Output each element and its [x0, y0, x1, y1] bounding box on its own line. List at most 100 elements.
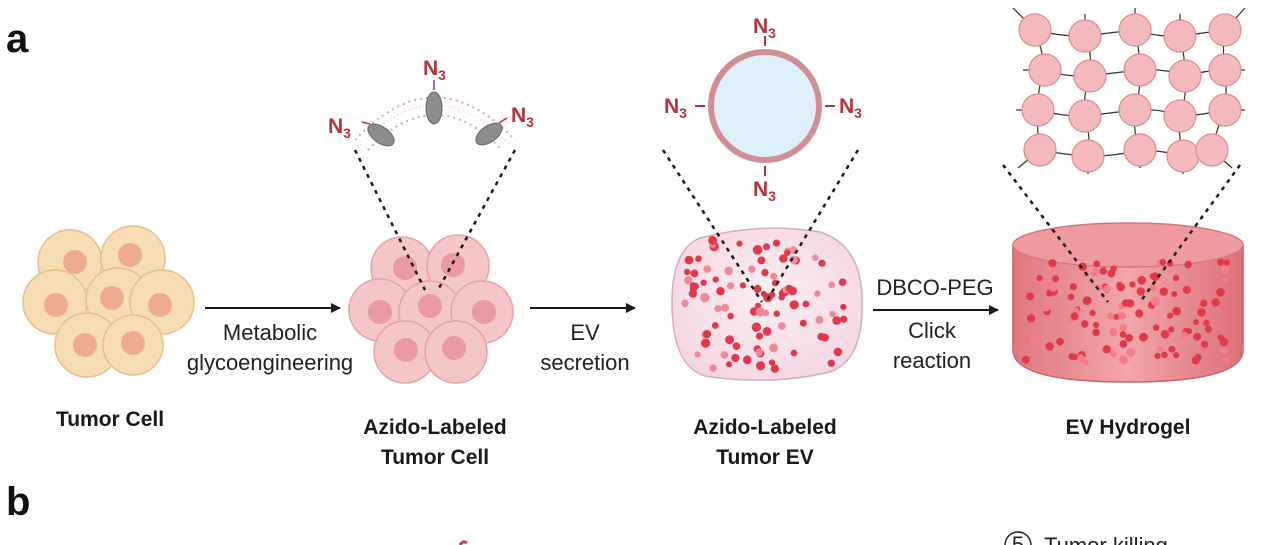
network-node — [1073, 59, 1107, 93]
ev-vesicle-inset — [695, 36, 835, 176]
ev-dot — [736, 240, 743, 247]
ev-dot — [784, 249, 791, 257]
panel-label-b: b — [6, 480, 30, 524]
gel-dot — [1211, 298, 1220, 307]
gel-dot — [1093, 260, 1101, 268]
network-node — [1208, 13, 1242, 47]
gel-dot — [1091, 268, 1099, 277]
gel-dot — [1185, 328, 1193, 335]
ev-dot — [772, 239, 781, 247]
panel-b-step-label: Tumor killing — [1044, 533, 1168, 545]
azido-cell-cluster — [348, 234, 514, 384]
gel-dot — [1093, 321, 1100, 329]
ev-dot — [762, 327, 772, 336]
gel-dot — [1125, 334, 1133, 342]
gel-dot — [1048, 259, 1057, 268]
panel-b-step-number: 5 — [1012, 532, 1024, 545]
network-node — [1123, 53, 1157, 87]
ev-dot — [755, 332, 764, 340]
gel-dot — [1126, 348, 1136, 357]
gel-dot — [1168, 345, 1176, 353]
ev-dot — [773, 310, 780, 317]
ev-dot — [763, 243, 770, 251]
network-node — [1021, 93, 1055, 127]
gel-dot — [1027, 314, 1036, 323]
gel-dot — [1077, 354, 1085, 362]
gel-dot — [1161, 351, 1168, 359]
gel-dot — [1137, 276, 1146, 285]
gel-dot — [1082, 358, 1089, 365]
ev-dot — [818, 259, 826, 267]
gel-dot — [1167, 312, 1174, 319]
gel-dot — [1160, 329, 1170, 339]
ev-dot — [838, 278, 847, 287]
gel-dot — [1221, 266, 1230, 275]
arrow-label-metabolic-1: Metabolic — [223, 320, 317, 345]
gel-dot — [1107, 312, 1115, 320]
gel-dot — [1173, 352, 1180, 359]
gel-dot — [1149, 273, 1156, 280]
gel-dot — [1205, 325, 1212, 333]
gel-dot — [1139, 332, 1148, 342]
gel-dot — [1122, 299, 1130, 307]
azide-label-membrane-top: N3 — [423, 57, 446, 83]
label-tumor-cell: Tumor Cell — [56, 408, 164, 431]
label-azido-ev-line-2: Tumor EV — [716, 446, 814, 469]
label-azido-ev-line-1: Azido-Labeled — [693, 416, 837, 439]
gel-dot — [1216, 288, 1225, 297]
gel-dot — [1099, 267, 1108, 275]
arrow-label-ev-1: EV — [570, 320, 600, 345]
azide-label-ev-right: N3 — [839, 95, 862, 121]
label-azido-cell-line-2: Tumor Cell — [381, 446, 489, 469]
gel-dot — [1118, 311, 1127, 320]
gel-dot — [1119, 355, 1128, 365]
ev-dot — [724, 266, 733, 276]
membrane-inset — [354, 80, 516, 151]
network-node — [1023, 133, 1057, 167]
arrow-label-ev-2: secretion — [540, 350, 629, 375]
gel-dot — [1049, 283, 1058, 292]
network-node — [1208, 53, 1242, 87]
ev-dot — [761, 268, 769, 277]
gel-dot — [1021, 355, 1030, 364]
gel-dot — [1159, 259, 1167, 266]
ev-dot — [725, 335, 735, 345]
ev-dot — [711, 322, 719, 329]
ev-dot — [689, 282, 698, 290]
ev-dot — [799, 319, 807, 327]
gel-dot — [1222, 276, 1230, 283]
gel-dot — [1171, 291, 1178, 297]
ev-dot — [755, 307, 765, 317]
gel-dot — [1119, 323, 1127, 332]
gel-dot — [1154, 352, 1161, 359]
ev-dot — [727, 312, 734, 320]
network-node — [1118, 93, 1152, 127]
gel-dot — [1067, 293, 1075, 301]
network-node — [1068, 99, 1102, 133]
network-node — [1163, 99, 1197, 133]
ev-dot — [827, 359, 835, 367]
gel-dot — [1152, 324, 1160, 331]
ev-dot — [748, 265, 756, 273]
ev-dot — [695, 255, 702, 262]
arrow-label-click-3: reaction — [893, 348, 971, 373]
azide-label-membrane-right: N3 — [511, 104, 534, 130]
gel-dot — [1201, 340, 1209, 348]
ev-dot — [815, 315, 824, 324]
ev-dot — [770, 272, 778, 280]
ev-dot — [703, 265, 712, 273]
ev-dot — [757, 256, 766, 265]
ev-dot — [770, 364, 780, 373]
gel-dot — [1149, 283, 1157, 292]
gel-dot — [1151, 297, 1160, 306]
gel-dot — [1119, 340, 1128, 348]
zoom-line-left-ev — [661, 149, 764, 303]
ev-dot — [821, 333, 829, 342]
gel-dot — [1180, 331, 1188, 340]
gel-dot — [1223, 259, 1230, 266]
ev-dot — [690, 269, 699, 278]
ev-dot — [840, 303, 847, 310]
gel-dot — [1119, 331, 1127, 338]
ev-dot — [756, 361, 766, 371]
gel-dot — [1029, 336, 1039, 346]
